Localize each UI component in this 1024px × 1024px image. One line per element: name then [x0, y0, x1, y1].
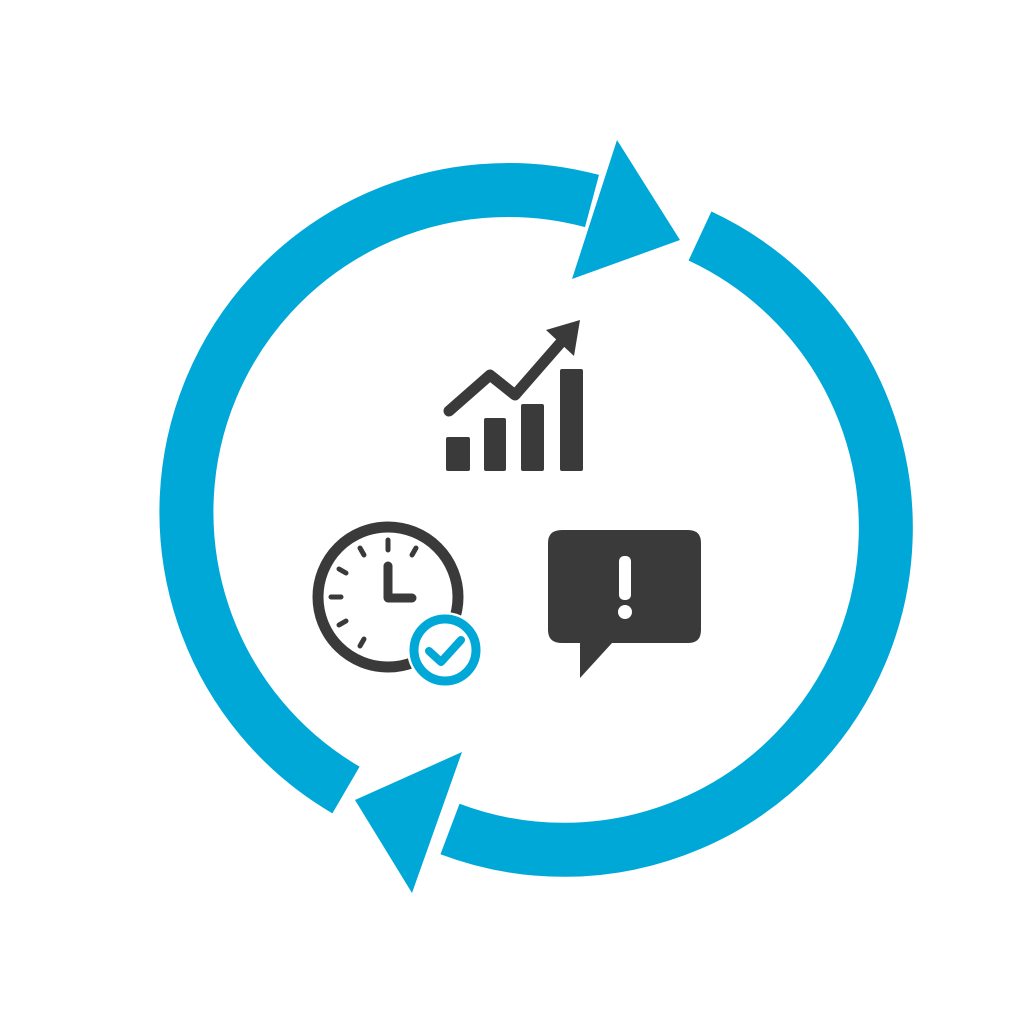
bar-3 [521, 404, 544, 471]
growth-chart-icon [443, 320, 583, 471]
exclamation-dot [618, 605, 632, 619]
clock-hands [383, 561, 417, 603]
alert-message-icon [548, 530, 701, 678]
clock-ticks [328, 537, 419, 649]
cycle-arrowhead-top [572, 140, 680, 279]
clock-check-icon [312, 521, 483, 688]
trend-line [443, 334, 569, 417]
refresh-cycle-icon [159, 140, 913, 893]
clock-face [312, 521, 464, 673]
trend-arrowhead [546, 320, 580, 356]
check-badge-icon [407, 612, 483, 688]
bar-4 [560, 369, 583, 471]
bar-2 [484, 418, 506, 471]
cycle-arrowhead-bottom [355, 752, 462, 893]
cycle-arc-left [159, 163, 599, 814]
bar-1 [446, 437, 470, 471]
speech-bubble [548, 530, 701, 678]
cycle-arc-right [440, 211, 913, 877]
exclamation-bar [619, 556, 631, 600]
